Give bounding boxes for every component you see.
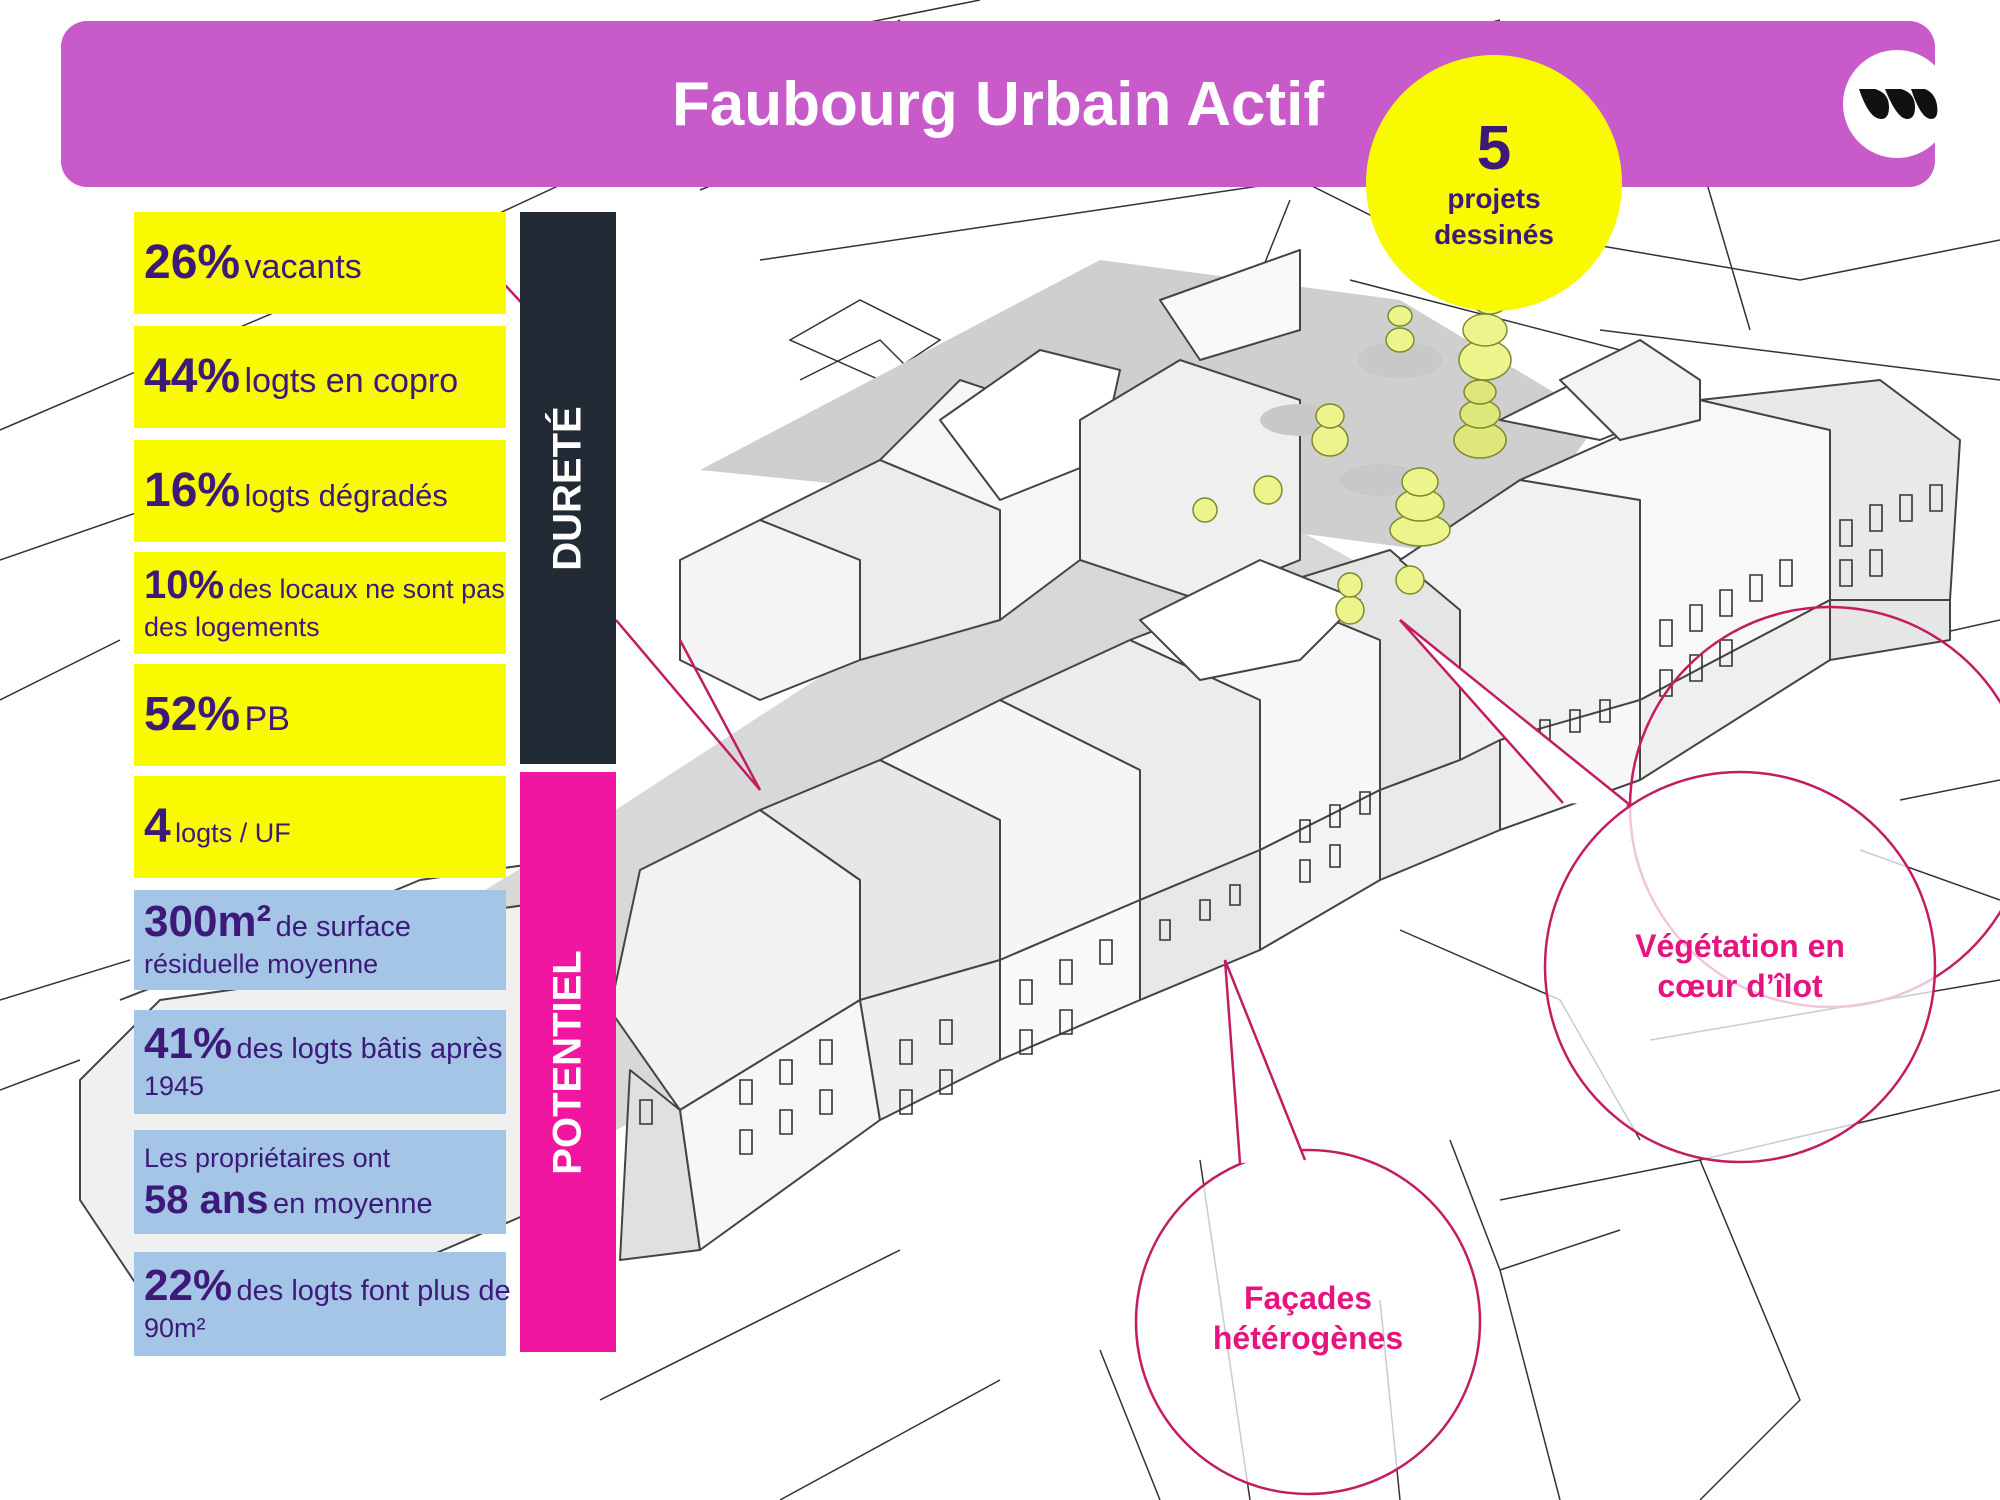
- hidden-callout-tail: [615, 619, 762, 791]
- brand-logo-icon: [1859, 89, 1938, 119]
- stat-text-line2: résiduelle moyenne: [144, 949, 379, 979]
- stat-batis: 41% des logts bâtis après 1945: [134, 1010, 506, 1114]
- vegetation-callout-circle: [1543, 770, 1937, 1164]
- facades-label-line2: hétérogènes: [1212, 1320, 1404, 1356]
- stat-pre: Les propriétaires ont: [144, 1143, 391, 1173]
- stat-value: 26%: [144, 236, 241, 289]
- stat-text-line1: de surface: [275, 911, 412, 943]
- stat-value: 22%: [144, 1261, 233, 1310]
- stat-vacants: 26% vacants: [134, 212, 506, 314]
- stat-text: vacants: [244, 248, 362, 286]
- facades-callout-tail: [1223, 959, 1307, 1164]
- stat-text-line1: des logts font plus de: [236, 1275, 511, 1307]
- stat-value: 41%: [144, 1019, 233, 1068]
- stat-surface-90: 22% des logts font plus de 90m²: [134, 1252, 511, 1356]
- facade-windows: [559, 484, 1943, 1215]
- stat-degrades: 16% logts dégradés: [134, 440, 506, 542]
- stat-text-line2: 1945: [144, 1071, 205, 1101]
- page-title: Faubourg Urbain Actif: [671, 69, 1325, 139]
- stat-logts-uf: 4 logts / UF: [134, 776, 506, 878]
- vegetation-callout-tail-join: [1399, 619, 1631, 806]
- facades-callout-circle: [1134, 1148, 1482, 1496]
- stat-text-line1: des locaux ne sont pas: [228, 574, 505, 604]
- stat-copro: 44% logts en copro: [134, 326, 506, 428]
- stat-text: logts dégradés: [244, 478, 448, 513]
- vegetation-label-line1: Végétation en: [1635, 928, 1845, 964]
- stat-value: 4: [144, 800, 171, 853]
- facades-callout-label: Façades hétérogènes: [1158, 1278, 1458, 1358]
- stat-value: 10%: [144, 563, 225, 607]
- facades-label-line1: Façades: [1243, 1280, 1373, 1316]
- projects-label-line1: projets: [1447, 183, 1541, 214]
- stat-locaux: 10% des locaux ne sont pas des logements: [134, 552, 506, 654]
- title-bar: Faubourg Urbain Actif: [61, 21, 1935, 187]
- building-masses: [79, 249, 1961, 1321]
- stat-age: Les propriétaires ont 58 ans en moyenne: [134, 1130, 506, 1234]
- projects-count: 5: [1476, 114, 1512, 183]
- stat-value: 300m²: [144, 897, 272, 946]
- stat-text-line2: 90m²: [144, 1313, 206, 1343]
- stat-value: 52%: [144, 688, 241, 741]
- durete-label: DURETÉ: [545, 405, 590, 571]
- projects-label-line2: dessinés: [1434, 219, 1554, 250]
- stat-value: 58 ans: [144, 1178, 269, 1222]
- stat-value: 44%: [144, 350, 241, 403]
- potentiel-bar: POTENTIEL: [520, 772, 616, 1352]
- stat-text-line1: des logts bâtis après: [236, 1033, 503, 1065]
- stat-pb: 52% PB: [134, 664, 506, 766]
- potentiel-label: POTENTIEL: [545, 949, 590, 1175]
- stat-value: 16%: [144, 464, 241, 517]
- vegetation-label-line2: cœur d’îlot: [1657, 968, 1823, 1004]
- stat-text: logts / UF: [175, 818, 291, 848]
- brand-logo: [1843, 50, 1951, 158]
- durete-bar: DURETÉ: [520, 212, 616, 764]
- courtyard-trees: [1192, 285, 1512, 625]
- stat-text: logts en copro: [244, 362, 459, 400]
- stat-text-line2: des logements: [144, 612, 320, 642]
- stat-surface: 300m² de surface résiduelle moyenne: [134, 890, 506, 990]
- vegetation-callout-label: Végétation en cœur d’îlot: [1580, 926, 1900, 1006]
- projects-badge: 5 projets dessinés: [1366, 55, 1622, 311]
- stat-text: PB: [244, 700, 290, 738]
- stat-text: en moyenne: [272, 1188, 433, 1220]
